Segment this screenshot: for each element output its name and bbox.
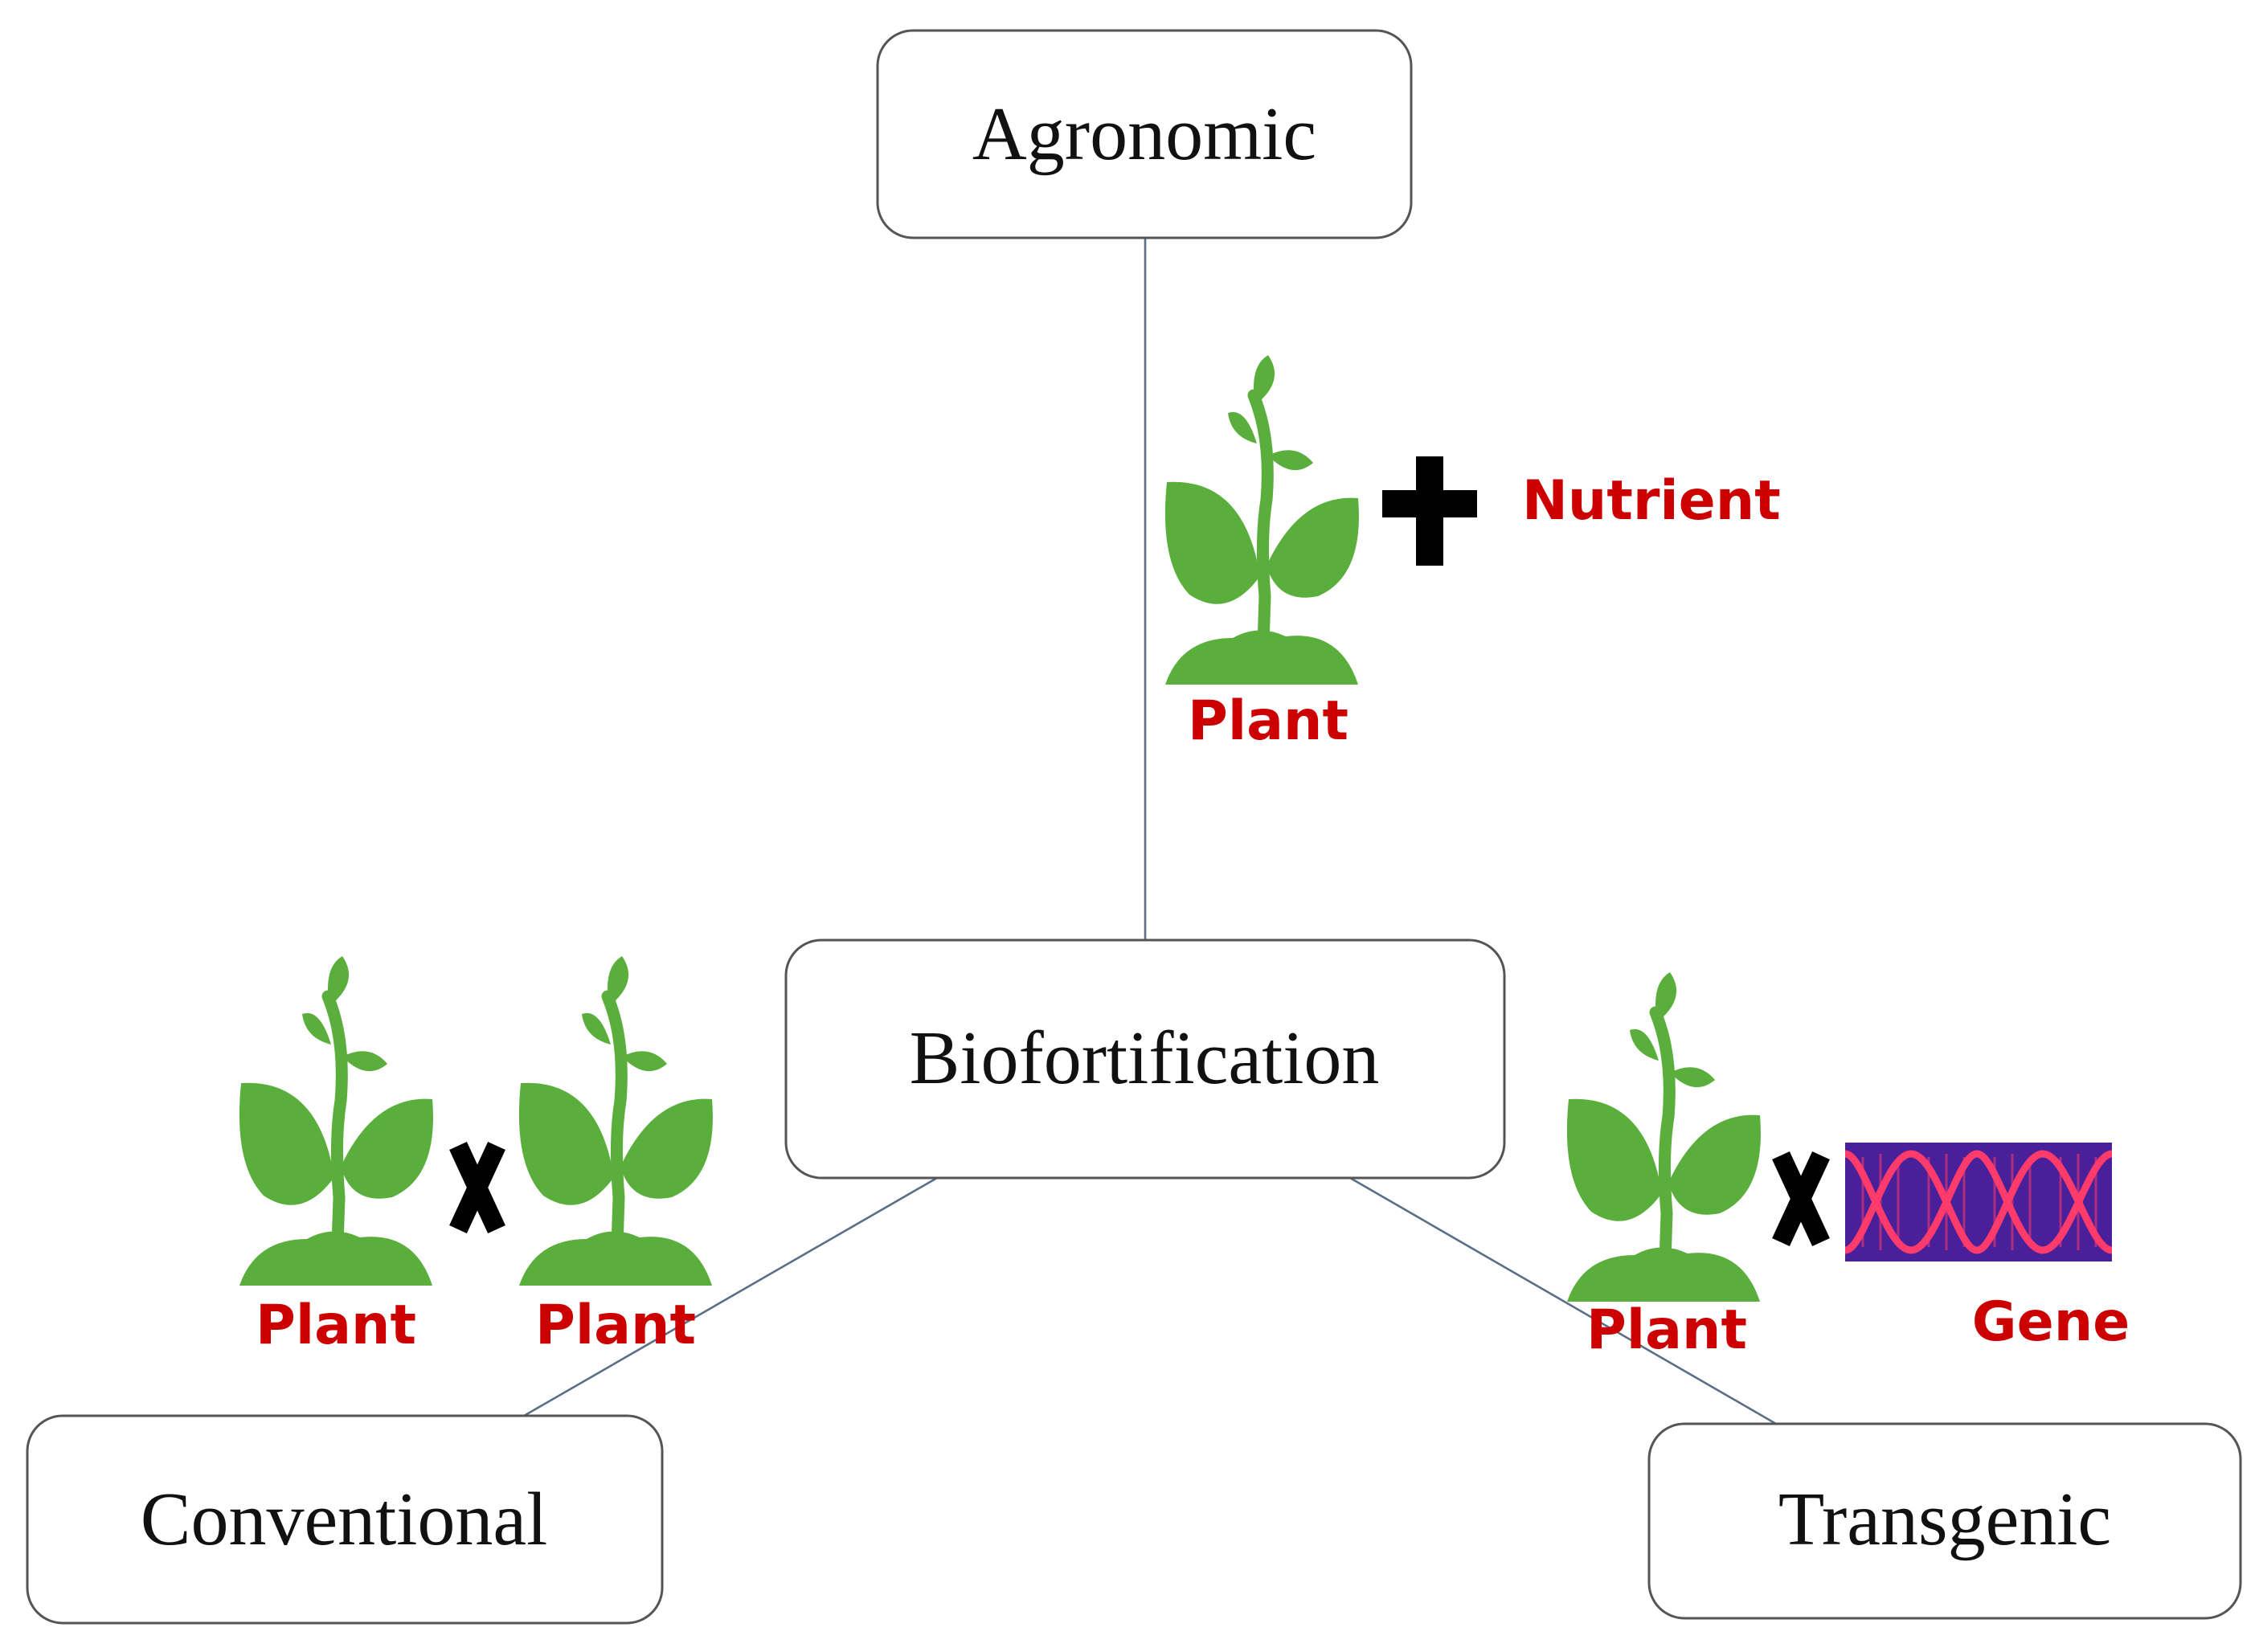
plant-icon [519, 956, 713, 1286]
plant-icon [1165, 355, 1359, 685]
node-agronomic: Agronomic [876, 29, 1413, 239]
left-plant-b-label: Plant [535, 1294, 696, 1357]
plant-icon [1567, 972, 1761, 1302]
gene-label: Gene [1972, 1290, 2130, 1354]
top-plant-label: Plant [1188, 689, 1348, 753]
node-transgenic: Transgenic [1647, 1422, 2242, 1620]
cross-icon [449, 1141, 505, 1234]
dna-icon [1844, 1143, 2114, 1261]
node-conventional-label: Conventional [141, 1478, 548, 1561]
nutrient-label: Nutrient [1522, 469, 1781, 533]
node-conventional: Conventional [26, 1414, 664, 1625]
plant-icon [239, 956, 433, 1286]
node-biofortification: Biofortification [784, 938, 1506, 1180]
node-agronomic-label: Agronomic [972, 92, 1316, 176]
plus-icon [1382, 456, 1477, 566]
connector-conventional [523, 1176, 938, 1417]
node-biofortification-label: Biofortification [910, 1016, 1380, 1100]
connector-transgenic [1349, 1176, 1777, 1425]
node-transgenic-label: Transgenic [1778, 1478, 2111, 1561]
cross-icon [1772, 1151, 1830, 1247]
right-plant-label: Plant [1586, 1298, 1747, 1362]
left-plant-a-label: Plant [256, 1294, 416, 1357]
